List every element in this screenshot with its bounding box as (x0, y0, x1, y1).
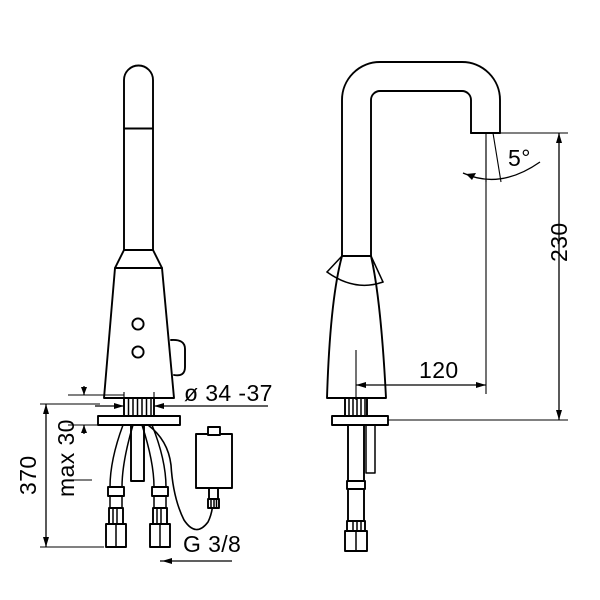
side-view: 5° 230 120 (326, 61, 572, 552)
hose-nut-side (344, 530, 368, 552)
sensor-body-side (326, 255, 387, 399)
dim-spout-reach-label: 120 (419, 357, 459, 383)
dim-supply-thread: G 3/8 (160, 531, 241, 564)
dim-outlet-angle-label: 5° (508, 145, 531, 171)
dim-supply-thread-label: G 3/8 (183, 531, 241, 557)
central-riser (130, 424, 145, 482)
body-side-arc (326, 271, 384, 287)
dim-spout-height: 230 (388, 132, 572, 421)
body-collar (114, 249, 163, 269)
dim-total-height-label: 370 (15, 455, 41, 495)
front-view: ø 34 -37 370 max 30 G 3/8 (15, 64, 273, 564)
control-box (195, 426, 233, 509)
threaded-shank (123, 397, 155, 417)
gooseneck-arch (341, 61, 501, 257)
side-lever (170, 338, 186, 377)
hose-nut-left (105, 523, 127, 548)
control-cable (147, 424, 214, 531)
sensor-window-upper (131, 317, 145, 331)
dim-total-height: 370 (15, 403, 104, 548)
dim-spout-reach: 120 (355, 140, 487, 400)
flexible-hose-left (107, 424, 134, 525)
body-side-collar (326, 255, 384, 283)
flexible-hose-right (141, 424, 169, 525)
threaded-shank-side (344, 397, 368, 417)
dim-outlet-angle: 5° (462, 132, 541, 183)
dim-spout-height-label: 230 (546, 222, 572, 262)
dim-max-deck-thickness: max 30 (53, 386, 124, 497)
escutcheon-side (331, 415, 389, 426)
spout-tube (123, 64, 154, 251)
dim-spout-diameter-label: ø 34 -37 (184, 380, 273, 406)
sensor-body (103, 267, 175, 399)
dim-max-deck-thickness-label: max 30 (53, 419, 79, 497)
sensor-window-lower (131, 345, 145, 359)
hose-nut-right (149, 523, 171, 548)
shank-tube-side (346, 424, 376, 532)
escutcheon (97, 415, 181, 426)
